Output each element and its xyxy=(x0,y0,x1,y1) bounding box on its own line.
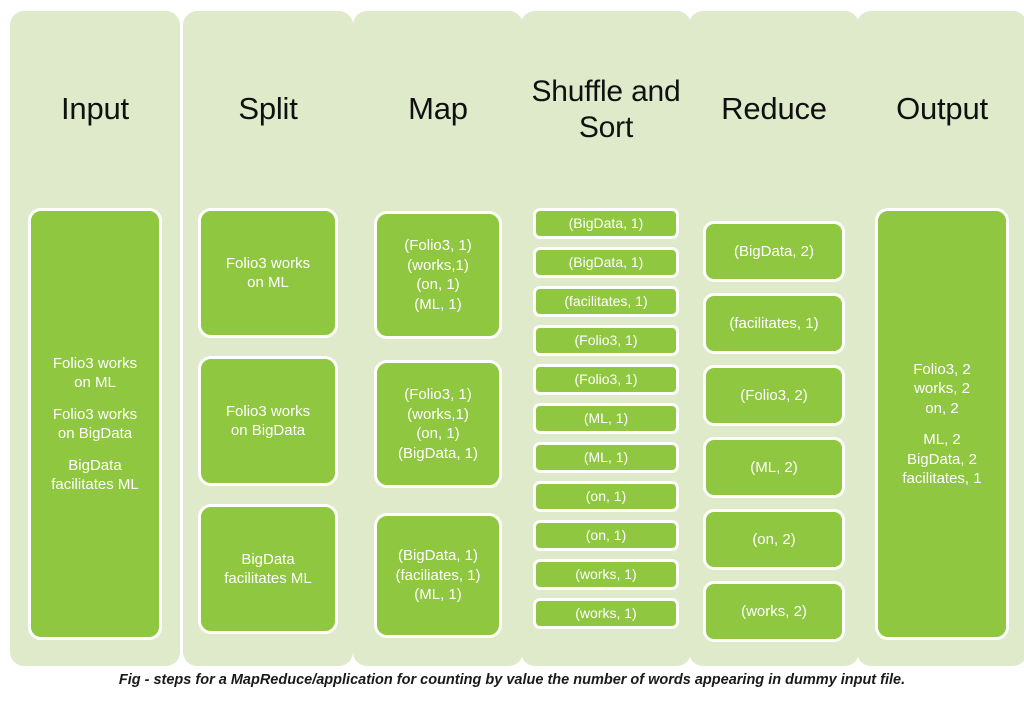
output-group-2-line-2: BigData, 2 xyxy=(906,450,978,468)
output-group-2-line-1: ML, 2 xyxy=(923,431,961,448)
split-block-1-line-2: on ML xyxy=(247,274,289,291)
stage-header-map: Map xyxy=(408,91,468,127)
split-block-1-line-1: Folio3 works xyxy=(225,254,311,272)
shuffle-strip-2: (BigData, 1) xyxy=(533,247,679,278)
map-block-1: (Folio3, 1) (works,1) (on, 1) (ML, 1) xyxy=(374,211,502,339)
stage-body-input: Folio3 works on ML Folio3 works on BigDa… xyxy=(10,208,180,666)
input-data-block: Folio3 works on ML Folio3 works on BigDa… xyxy=(28,208,162,640)
stage-header-shuffle-and-sort: Shuffle and Sort xyxy=(521,11,691,208)
stage-body-shuffle-and-sort: (BigData, 1) (BigData, 1) (facilitates, … xyxy=(521,208,691,666)
split-block-1: Folio3 works on ML xyxy=(198,208,338,338)
stage-body-output: Folio3, 2 works, 2 on, 2 ML, 2 BigData, … xyxy=(857,208,1024,666)
map-block-2-pair-4: (BigData, 1) xyxy=(397,444,479,462)
map-block-1-pair-4: (ML, 1) xyxy=(414,295,462,313)
reduce-box-3: (Folio3, 2) xyxy=(703,365,845,426)
input-record-1: Folio3 works on ML xyxy=(53,354,137,393)
shuffle-strip-5: (Folio3, 1) xyxy=(533,364,679,395)
split-block-3-line-1: BigData xyxy=(241,550,295,568)
stage-column-map: Map (Folio3, 1) (works,1) (on, 1) (ML, 1… xyxy=(353,11,523,666)
map-block-3-pair-2: (faciliates, 1) xyxy=(395,566,481,584)
input-record-1-line-1: Folio3 works xyxy=(52,354,138,372)
stage-column-reduce: Reduce (BigData, 2) (facilitates, 1) (Fo… xyxy=(689,11,859,666)
input-record-1-line-2: on ML xyxy=(74,374,116,391)
shuffle-strip-11: (works, 1) xyxy=(533,598,679,629)
stage-column-shuffle-and-sort: Shuffle and Sort (BigData, 1) (BigData, … xyxy=(521,11,691,666)
input-record-3-line-2: facilitates ML xyxy=(51,476,139,493)
reduce-box-1: (BigData, 2) xyxy=(703,221,845,282)
shuffle-strip-8: (on, 1) xyxy=(533,481,679,512)
shuffle-strip-9: (on, 1) xyxy=(533,520,679,551)
input-record-3-line-1: BigData xyxy=(68,456,122,474)
stage-header-shuffle-line-1: Shuffle xyxy=(531,75,623,109)
figure-caption: Fig - steps for a MapReduce/application … xyxy=(118,672,906,688)
stage-column-split: Split Folio3 works on ML Folio3 works on… xyxy=(183,11,353,666)
map-block-2-pair-2: (works,1) xyxy=(407,405,469,423)
split-block-2-line-1: Folio3 works xyxy=(225,402,311,420)
output-group-1-line-2: works, 2 xyxy=(914,380,970,397)
split-block-2: Folio3 works on BigData xyxy=(198,356,338,486)
input-record-3: BigData facilitates ML xyxy=(51,456,139,495)
input-record-2: Folio3 works on BigData xyxy=(53,405,137,444)
stage-column-output: Output Folio3, 2 works, 2 on, 2 ML, 2 Bi… xyxy=(857,11,1024,666)
map-block-3: (BigData, 1) (faciliates, 1) (ML, 1) xyxy=(374,513,502,638)
stage-header-shuffle-line-2: and Sort xyxy=(578,75,681,144)
output-group-2-line-3: facilitates, 1 xyxy=(902,470,982,487)
map-block-1-pair-2: (works,1) xyxy=(407,256,469,274)
reduce-box-5: (on, 2) xyxy=(703,509,845,570)
map-block-1-pair-3: (on, 1) xyxy=(416,276,460,293)
shuffle-strip-10: (works, 1) xyxy=(533,559,679,590)
map-block-3-pair-3: (ML, 1) xyxy=(414,586,462,604)
stage-header-reduce: Reduce xyxy=(721,91,827,127)
stage-header-input: Input xyxy=(61,91,129,127)
output-group-1: Folio3, 2 works, 2 on, 2 xyxy=(913,360,971,419)
map-block-3-pair-1: (BigData, 1) xyxy=(397,547,479,565)
split-block-2-line-2: on BigData xyxy=(230,422,306,439)
shuffle-strip-1: (BigData, 1) xyxy=(533,208,679,239)
input-record-2-line-1: Folio3 works xyxy=(52,405,138,423)
stage-column-input: Input Folio3 works on ML Folio3 works on… xyxy=(10,11,180,666)
split-block-3-line-2: facilitates ML xyxy=(224,570,312,587)
map-block-2: (Folio3, 1) (works,1) (on, 1) (BigData, … xyxy=(374,360,502,488)
reduce-box-4: (ML, 2) xyxy=(703,437,845,498)
stage-header-output: Output xyxy=(896,91,988,127)
stage-body-split: Folio3 works on ML Folio3 works on BigDa… xyxy=(183,208,353,666)
shuffle-strip-6: (ML, 1) xyxy=(533,403,679,434)
map-block-2-pair-3: (on, 1) xyxy=(416,425,460,442)
output-group-1-line-3: on, 2 xyxy=(925,399,959,417)
map-block-1-pair-1: (Folio3, 1) xyxy=(404,237,472,254)
split-block-3: BigData facilitates ML xyxy=(198,504,338,634)
map-block-2-pair-1: (Folio3, 1) xyxy=(404,386,472,403)
input-record-2-line-2: on BigData xyxy=(57,425,133,442)
stage-body-reduce: (BigData, 2) (facilitates, 1) (Folio3, 2… xyxy=(689,208,859,666)
shuffle-strip-4: (Folio3, 1) xyxy=(533,325,679,356)
output-group-1-line-1: Folio3, 2 xyxy=(913,360,971,378)
reduce-box-2: (facilitates, 1) xyxy=(703,293,845,354)
output-data-block: Folio3, 2 works, 2 on, 2 ML, 2 BigData, … xyxy=(875,208,1009,640)
stage-body-map: (Folio3, 1) (works,1) (on, 1) (ML, 1) (F… xyxy=(353,208,523,666)
stage-header-split: Split xyxy=(238,91,298,127)
reduce-box-6: (works, 2) xyxy=(703,581,845,642)
shuffle-strip-7: (ML, 1) xyxy=(533,442,679,473)
shuffle-strip-3: (facilitates, 1) xyxy=(533,286,679,317)
output-group-2: ML, 2 BigData, 2 facilitates, 1 xyxy=(902,430,981,489)
